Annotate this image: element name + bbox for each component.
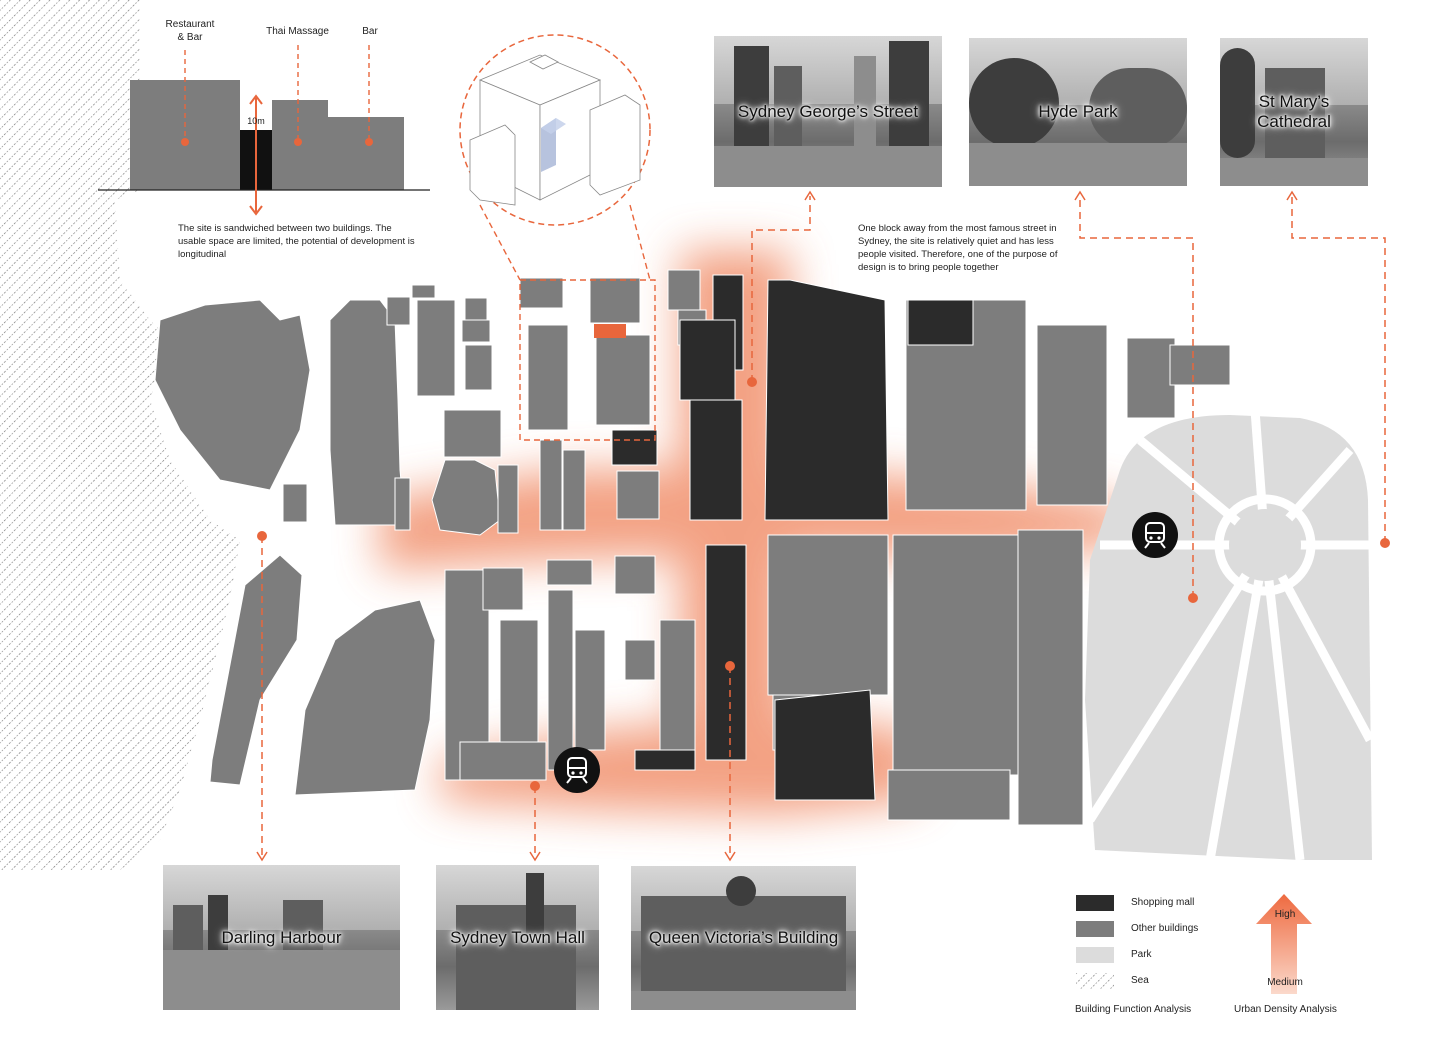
legend-park: Park (1131, 949, 1152, 960)
leader-dots (257, 377, 1390, 791)
other-buildings (154, 269, 1231, 826)
site-note: The site is sandwiched between two build… (178, 223, 415, 260)
label-thai-massage: Thai Massage (266, 26, 329, 37)
photo-town-hall: Sydney Town Hall (436, 865, 599, 1010)
sea-area (0, 0, 240, 870)
elevation-diagram (98, 45, 430, 216)
density-arrow-shape (1256, 894, 1312, 994)
leader-lines (261, 196, 1386, 855)
label-restaurant-bar: Restaurant & Bar (165, 19, 215, 43)
density-legend-title: Urban Density Analysis (1234, 1004, 1337, 1015)
photo-st-marys-cathedral: St Mary’s Cathedral (1220, 38, 1368, 186)
legend-title: Building Function Analysis (1075, 1004, 1192, 1015)
photo-title: St Mary’s Cathedral (1257, 92, 1331, 131)
density-high-label: High (1274, 909, 1296, 920)
photo-title: Darling Harbour (221, 927, 342, 947)
photo-title: Sydney Town Hall (450, 927, 585, 947)
label-gap-width: 10m (247, 116, 265, 126)
photo-title: Sydney George’s Street (737, 101, 919, 121)
train-icon (554, 747, 600, 793)
train-icon (1132, 512, 1178, 558)
photo-darling-harbour: Darling Harbour (163, 865, 400, 1010)
hyde-park-map (1085, 409, 1374, 861)
density-medium-label: Medium (1267, 977, 1303, 988)
photo-hyde-park: Hyde Park (969, 38, 1187, 186)
legend-other-buildings: Other buildings (1131, 923, 1199, 934)
label-bar: Bar (362, 26, 378, 37)
legend-sea: Sea (1131, 975, 1149, 986)
legend-shopping-mall: Shopping mall (1131, 897, 1195, 908)
legend-swatches (1076, 895, 1114, 989)
shopping-malls (611, 274, 974, 801)
photo-george-street: Sydney George’s Street (714, 36, 942, 187)
photo-title: Queen Victoria’s Building (648, 928, 839, 947)
photo-queen-victoria-building: Queen Victoria’s Building (631, 866, 856, 1010)
context-note: One block away from the most famous stre… (858, 223, 1058, 273)
leader-arrowheads (256, 190, 1298, 862)
photo-title: Hyde Park (1038, 102, 1118, 121)
site-zoom-view (459, 34, 656, 441)
project-site (594, 324, 626, 338)
